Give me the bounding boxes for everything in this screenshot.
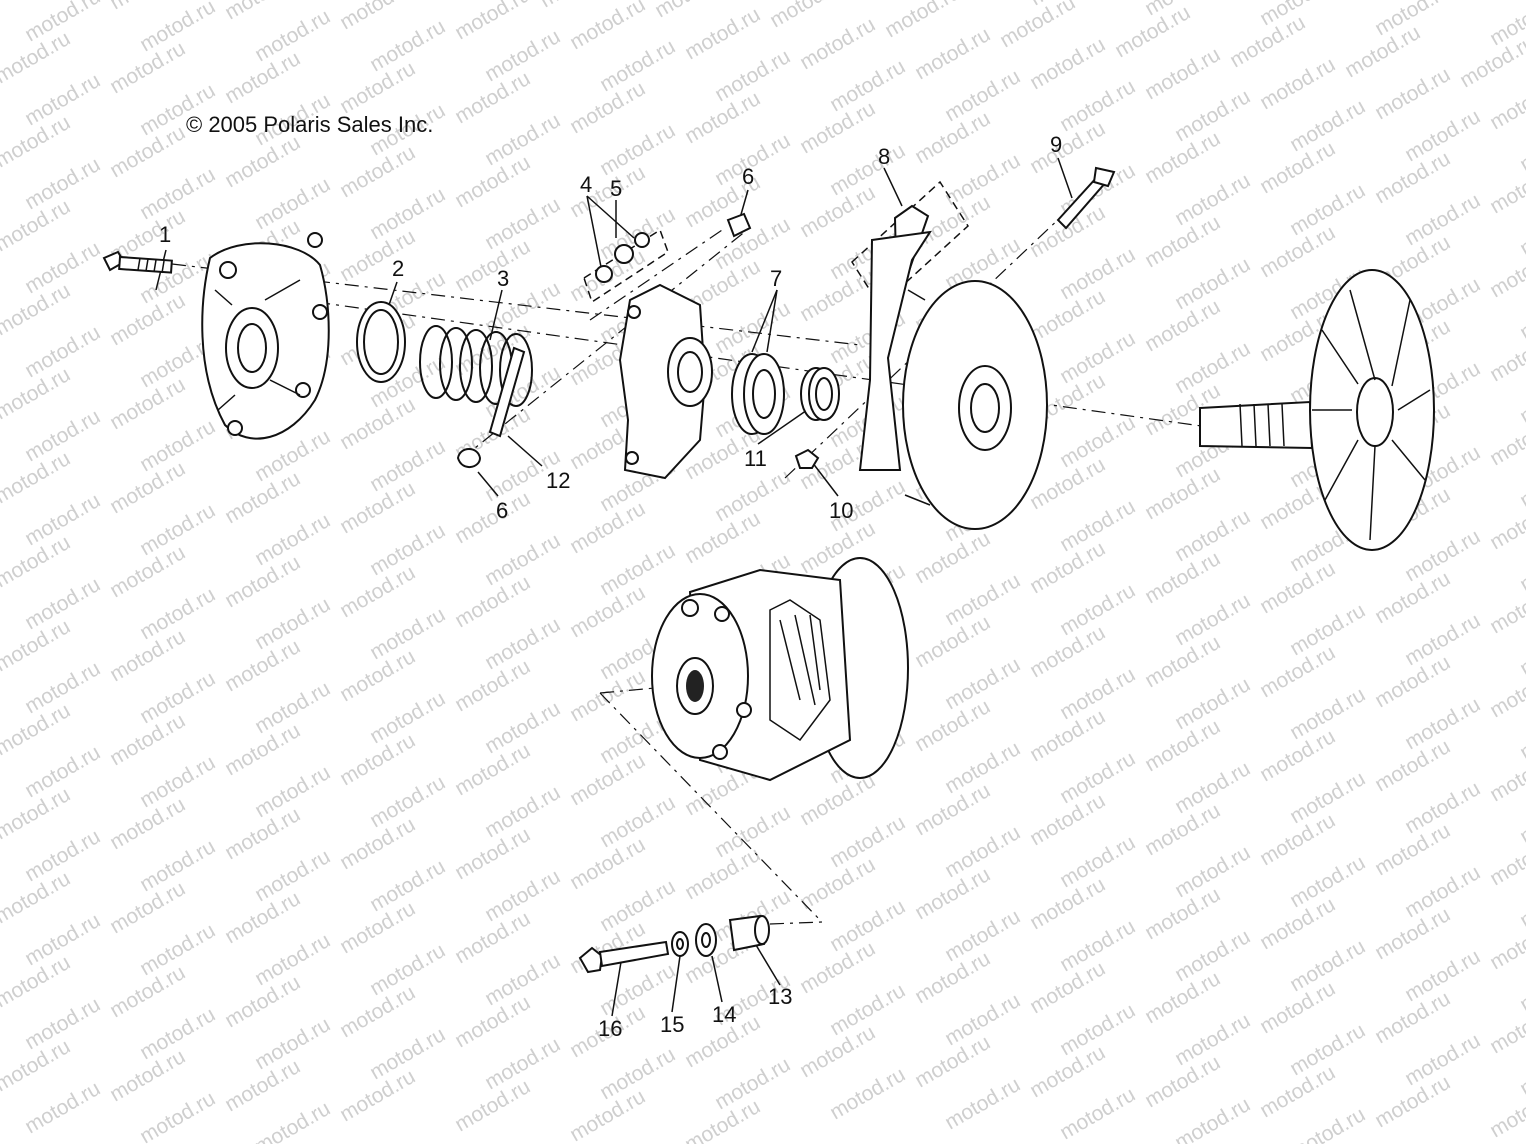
watermark-text: motod.ru	[336, 0, 419, 34]
fixed-sheave-icon	[1199, 269, 1435, 551]
watermark-text: motod.ru	[996, 0, 1079, 52]
watermark-text: motod.ru	[1371, 63, 1454, 124]
watermark-text: motod.ru	[566, 0, 649, 54]
callout-11: 11	[744, 446, 767, 471]
watermark-text: motod.ru	[221, 0, 304, 24]
copyright-text: © 2005 Polaris Sales Inc.	[186, 112, 434, 137]
long-bolt-icon	[1056, 166, 1116, 230]
bushing-icon	[356, 301, 406, 383]
watermark-text: motod.ru	[1516, 535, 1526, 596]
watermark-text: motod.ru	[1486, 997, 1526, 1058]
watermark-text: motod.ru	[1486, 661, 1526, 722]
watermark-text: motod.ru	[21, 1077, 104, 1138]
watermark-text: motod.ru	[1486, 325, 1526, 386]
callout-15: 15	[660, 1012, 685, 1037]
callout-6b: 6	[496, 498, 509, 523]
callout-2: 2	[392, 256, 405, 281]
watermark-text: motod.ru	[826, 1063, 909, 1124]
roller-pin-icon	[488, 346, 526, 438]
nut-icon	[794, 448, 820, 469]
watermark-text: motod.ru	[1256, 53, 1339, 114]
spring-icon	[419, 325, 533, 407]
watermark-text: motod.ru	[1516, 283, 1526, 344]
callout-8: 8	[878, 144, 891, 169]
bushing-small-icon	[800, 367, 840, 421]
callout-10: 10	[829, 498, 854, 523]
callout-14: 14	[712, 1002, 737, 1027]
watermark-text: motod.ru	[1486, 409, 1526, 470]
callout-7: 7	[770, 266, 783, 291]
bottom-hardware-icon	[578, 914, 770, 974]
watermark-text: motod.ru	[1516, 1039, 1526, 1100]
watermark-text: motod.ru	[1516, 115, 1526, 176]
watermark-text: motod.ru	[1141, 43, 1224, 104]
callout-6: 6	[742, 164, 755, 189]
watermark-text: motod.ru	[1486, 745, 1526, 806]
watermark-text: motod.ru	[1486, 829, 1526, 890]
watermark-text: motod.ru	[941, 1073, 1024, 1134]
leader-lines	[155, 157, 1073, 1017]
watermark-text: motod.ru	[1516, 955, 1526, 1016]
sheave-icon	[858, 230, 1048, 530]
watermark-text: motod.ru	[1486, 577, 1526, 638]
watermark-text: motod.ru	[1486, 157, 1526, 218]
callout-13: 13	[768, 984, 793, 1009]
button-icon	[731, 353, 785, 435]
callout-4: 4	[580, 172, 593, 197]
watermark-text: motod.ru	[251, 1097, 334, 1144]
watermark-text: motod.ru	[1026, 33, 1109, 94]
watermark-text: motod.ru	[1171, 1093, 1254, 1144]
watermark-text: motod.ru	[1516, 199, 1526, 260]
watermark-text: motod.ru	[1486, 493, 1526, 554]
watermark-text: motod.ru	[681, 3, 764, 64]
watermark-text: motod.ru	[451, 0, 534, 44]
watermark-text: motod.ru	[1486, 913, 1526, 974]
watermark-text: motod.ru	[796, 13, 879, 74]
watermark-text: motod.ru	[1486, 73, 1526, 134]
watermark-text: motod.ru	[136, 1087, 219, 1144]
pin-icon	[456, 212, 752, 468]
watermark-text: motod.ru	[1486, 1081, 1526, 1142]
watermark-text: motod.ru	[1486, 241, 1526, 302]
watermark-text: motod.ru	[651, 0, 734, 22]
watermark-text: motod.ru	[1056, 1083, 1139, 1144]
watermark-text: motod.ru	[1516, 619, 1526, 680]
callout-1: 1	[159, 222, 172, 247]
watermark-text: motod.ru	[1516, 703, 1526, 764]
watermark-text: motod.ru	[881, 0, 964, 42]
callout-3: 3	[497, 266, 510, 291]
clutch-assembly-icon	[651, 557, 909, 782]
watermark-text: motod.ru	[911, 23, 994, 84]
watermark-text: motod.ru	[1516, 787, 1526, 848]
bolt-icon	[102, 250, 173, 274]
watermark-text: motod.ru	[766, 0, 849, 32]
watermark-text: motod.ru	[1516, 871, 1526, 932]
watermark-text: motod.ru	[1516, 367, 1526, 428]
spider-icon	[618, 283, 713, 480]
callout-16: 16	[598, 1016, 623, 1041]
callout-12: 12	[546, 468, 571, 493]
watermark-text: motod.ru	[1286, 1103, 1369, 1144]
watermark-text: motod.ru	[1516, 451, 1526, 512]
callout-9: 9	[1050, 132, 1063, 157]
callout-5: 5	[610, 176, 623, 201]
cover-icon	[201, 232, 330, 440]
roller-kit-icon	[583, 228, 669, 304]
